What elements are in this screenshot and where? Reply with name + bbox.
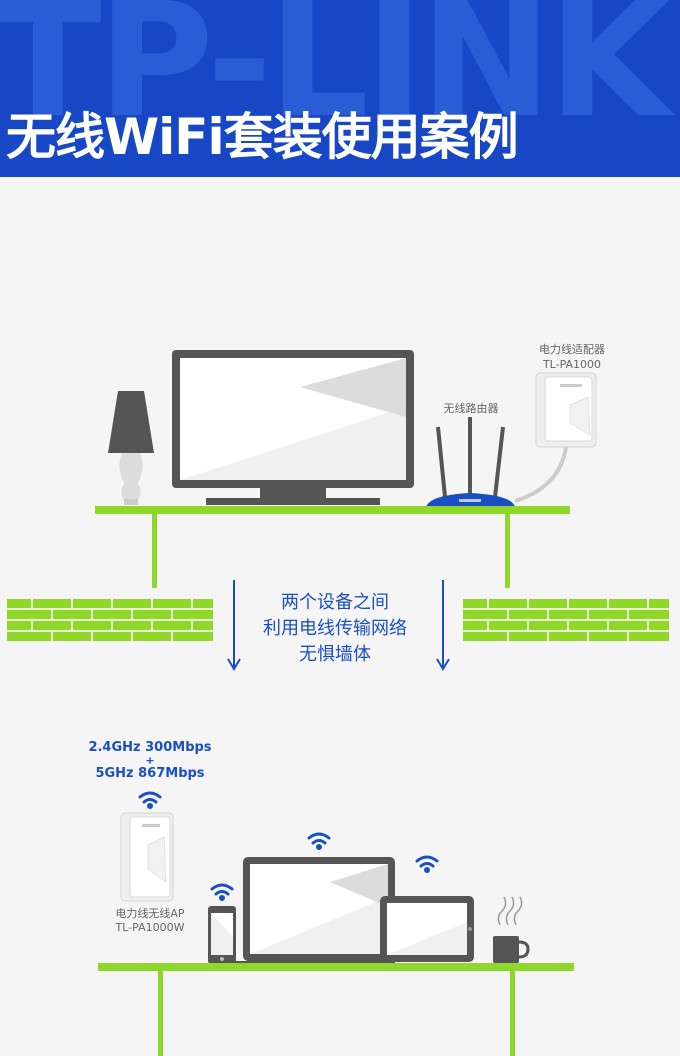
middle-text-line-1: 两个设备之间 — [281, 592, 389, 613]
right-brick-wall — [463, 599, 669, 641]
wifi-icon — [415, 855, 439, 873]
speed-5g-label: 5GHz 867Mbps — [95, 766, 205, 781]
top-shelf — [95, 506, 570, 588]
coffee-mug-icon — [493, 896, 530, 963]
wifi-icon — [307, 832, 331, 850]
middle-text-line-3: 无惧墙体 — [299, 644, 371, 665]
wireless-ap-icon — [120, 812, 174, 902]
bottom-shelf — [98, 963, 574, 1056]
header-banner: TP-LINK 无线WiFi套装使用案例 — [0, 0, 680, 177]
tablet-icon — [380, 896, 474, 962]
wifi-icon — [210, 883, 234, 901]
wifi-icon — [138, 791, 162, 809]
ap-label: 电力线无线AP — [115, 907, 185, 920]
right-down-arrow — [436, 580, 450, 671]
scene-artwork — [7, 350, 669, 1056]
phone-icon — [208, 906, 236, 964]
router-label: 无线路由器 — [443, 402, 499, 415]
powerline-adapter-icon — [535, 372, 597, 448]
cable-line — [514, 446, 568, 503]
left-brick-wall — [7, 599, 213, 641]
middle-text-line-2: 利用电线传输网络 — [263, 618, 407, 639]
speed-plus-label: + — [145, 754, 155, 767]
left-down-arrow — [227, 580, 241, 671]
tv-icon — [172, 350, 414, 505]
page-title: 无线WiFi套装使用案例 — [6, 108, 519, 166]
router-icon — [426, 417, 515, 507]
laptop-icon — [230, 857, 395, 966]
brand-watermark: TP-LINK — [0, 0, 671, 153]
speed-2g-label: 2.4GHz 300Mbps — [88, 740, 212, 755]
adapter-label: 电力线适配器 — [539, 343, 605, 356]
illustration: 电力线适配器 TL-PA1000 无线路由器 两个设备之间 利用电线传输网络 无… — [0, 177, 680, 1056]
lamp-icon — [108, 391, 154, 505]
ap-model: TL-PA1000W — [115, 921, 185, 934]
adapter-model: TL-PA1000 — [542, 358, 602, 371]
